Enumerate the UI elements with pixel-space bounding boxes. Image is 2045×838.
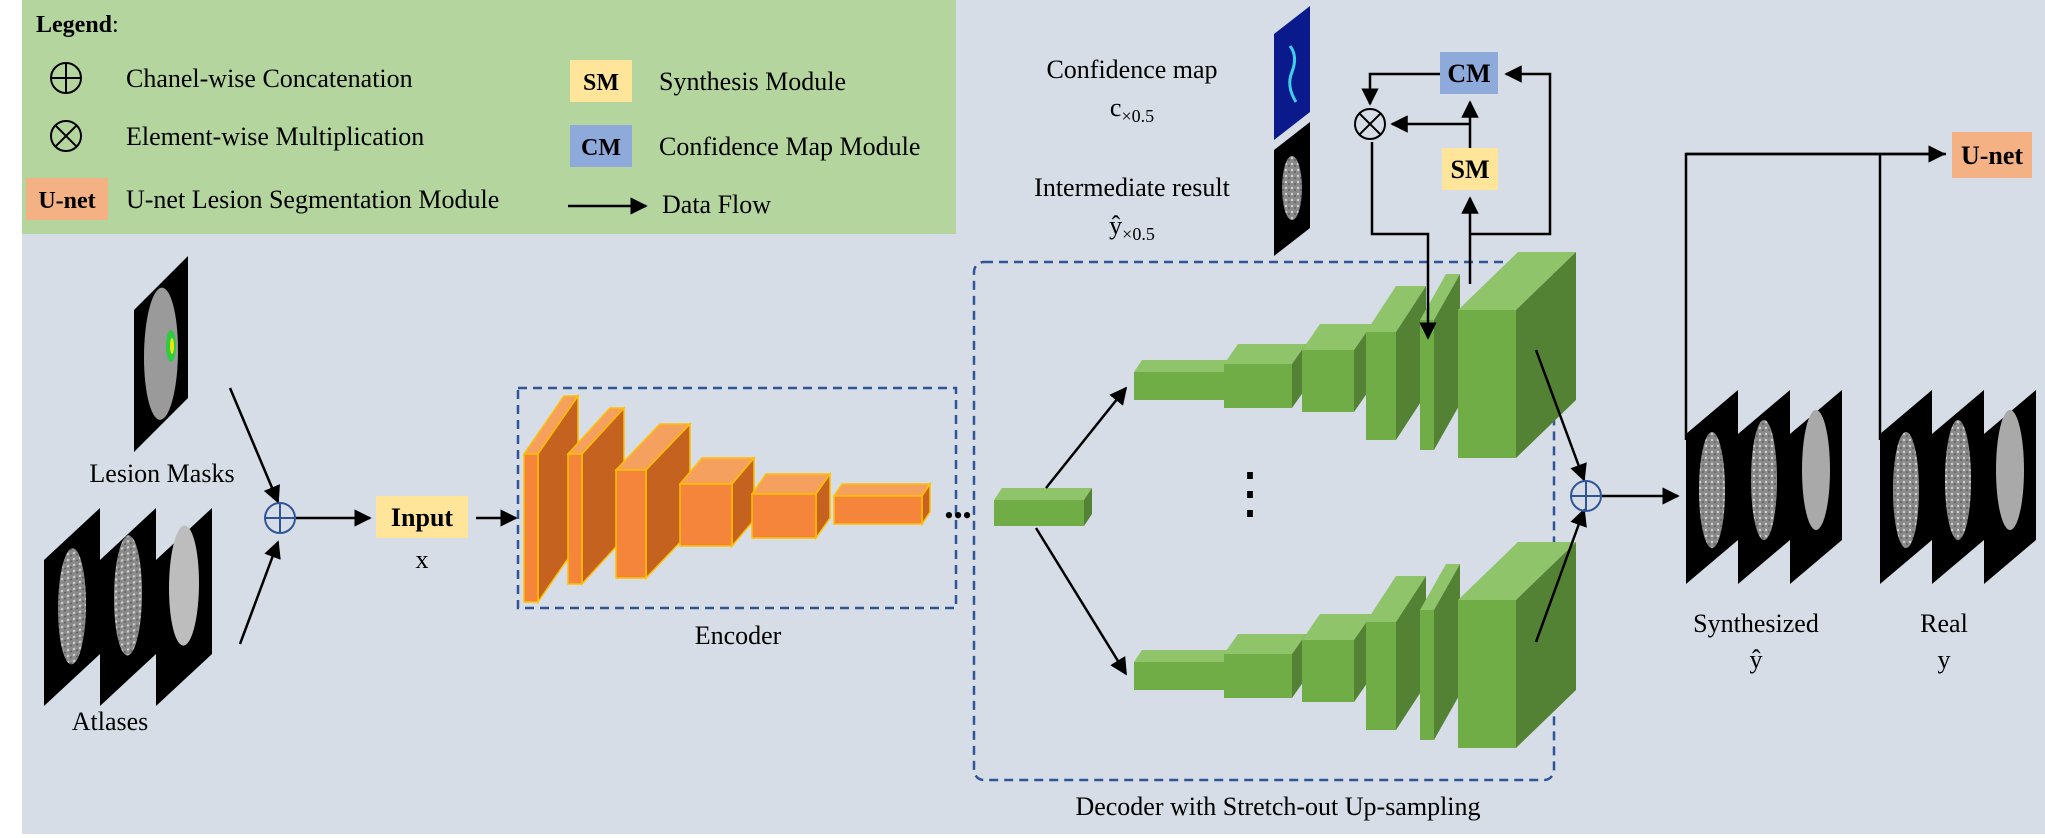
decoder-bottom-branch — [1134, 542, 1576, 748]
real-var: y — [1938, 645, 1951, 674]
bottleneck-cuboid — [994, 488, 1092, 526]
real-label: Real — [1920, 609, 1968, 638]
unet-box — [1952, 132, 2032, 178]
encoder-boundary — [516, 386, 958, 610]
input-var-label: x — [416, 545, 429, 574]
input-concat-icon — [264, 502, 296, 534]
cm-box — [1440, 52, 1498, 94]
sm-box — [1442, 148, 1498, 190]
real-image — [1880, 390, 2036, 584]
decoder-bottom-blocks-block-5 — [1420, 564, 1460, 740]
synthesized-var: ŷ — [1750, 645, 1763, 674]
decoder-label: Decoder with Stretch-out Up-sampling — [1075, 792, 1480, 821]
confidence-loop-arrows — [1361, 65, 1552, 340]
intermediate-result-var: ŷ×0.5 — [1109, 211, 1155, 244]
synthesized-image — [1686, 390, 1842, 584]
output-concat-icon — [1570, 480, 1602, 512]
legend: Legend: Chanel-wise Concatenation Elemen… — [22, 0, 956, 234]
multiply-node-icon — [1354, 108, 1386, 140]
decoder-top-blocks-block-6 — [1458, 252, 1576, 458]
decoder-bottom-blocks-block-3 — [1302, 614, 1372, 702]
branch-bottom-arrow — [1034, 527, 1128, 676]
encoder-blocks — [522, 393, 932, 605]
intermediate-result-image — [1274, 122, 1310, 256]
input-box-label: Input — [391, 503, 453, 532]
synthesized-label: Synthesized — [1693, 609, 1819, 638]
encoder-continuation-dots: ••• — [944, 501, 971, 530]
legend-sm-badge — [570, 60, 632, 102]
legend-unet-label: U-net Lesion Segmentation Module — [126, 185, 499, 214]
decoder-boundary — [972, 260, 1556, 782]
legend-cm-badge-text: CM — [581, 135, 621, 161]
legend-concat-label: Chanel-wise Concatenation — [126, 64, 413, 93]
cm-box-label: CM — [1447, 59, 1490, 88]
decoder-top-blocks-block-4 — [1366, 286, 1426, 440]
encoder-block-3 — [614, 422, 692, 580]
decoder-branch-ellipsis: ⋮ — [1222, 463, 1278, 525]
confidence-map-label: Confidence map — [1046, 55, 1217, 84]
decoder-top-blocks-block-3 — [1302, 324, 1372, 412]
decoder-top-blocks-block-1 — [1134, 360, 1232, 400]
decoder-bottom-blocks-block-2 — [1224, 634, 1306, 698]
bottleneck-block — [994, 488, 1092, 526]
mult-symbol-icon — [50, 120, 82, 152]
legend-sm-label: Synthesis Module — [659, 67, 846, 96]
confidence-map-image — [1274, 6, 1310, 140]
legend-background — [22, 0, 956, 234]
branch-top-arrow — [1045, 386, 1128, 489]
legend-title: Legend: — [36, 12, 119, 38]
legend-mult-label: Element-wise Multiplication — [126, 122, 424, 151]
decoder-top-blocks-block-5 — [1420, 274, 1460, 450]
legend-unet-badge — [26, 178, 108, 220]
encoder-block-6 — [832, 481, 932, 527]
confidence-map-var: c×0.5 — [1110, 93, 1154, 126]
encoder-block-5 — [750, 471, 832, 541]
legend-cm-label: Confidence Map Module — [659, 132, 920, 161]
mask-to-concat-arrow — [228, 387, 280, 504]
legend-sm-badge-text: SM — [583, 70, 619, 96]
atlas-to-concat-arrow — [238, 540, 281, 645]
sm-box-label: SM — [1451, 155, 1490, 184]
encoder-label: Encoder — [695, 621, 782, 650]
concat-symbol-icon — [50, 62, 82, 94]
atlases-label: Atlases — [72, 707, 149, 736]
decoder-bottom-blocks-block-1 — [1134, 650, 1232, 690]
decoder-bottom-blocks-block-6 — [1458, 542, 1576, 748]
encoder-block-4 — [678, 455, 756, 549]
unet-box-label: U-net — [1961, 141, 2023, 170]
decoder-top-blocks-block-2 — [1224, 344, 1306, 408]
top-branch-to-concat-arrow — [1534, 349, 1587, 482]
atlases-image — [44, 508, 212, 706]
decoder-bottom-blocks-block-4 — [1366, 576, 1426, 730]
to-unet-arrows — [1684, 145, 1946, 440]
intermediate-result-label: Intermediate result — [1034, 173, 1230, 202]
encoder-block-2 — [566, 406, 626, 586]
input-box — [376, 496, 468, 538]
lesion-masks-label: Lesion Masks — [89, 459, 234, 488]
legend-unet-badge-text: U-net — [38, 188, 95, 214]
legend-flow-label: Data Flow — [662, 190, 771, 219]
lesion-mask-image — [134, 256, 188, 452]
legend-cm-badge — [570, 125, 632, 167]
bottom-branch-to-concat-arrow — [1534, 508, 1587, 643]
decoder-top-branch — [1134, 252, 1576, 458]
